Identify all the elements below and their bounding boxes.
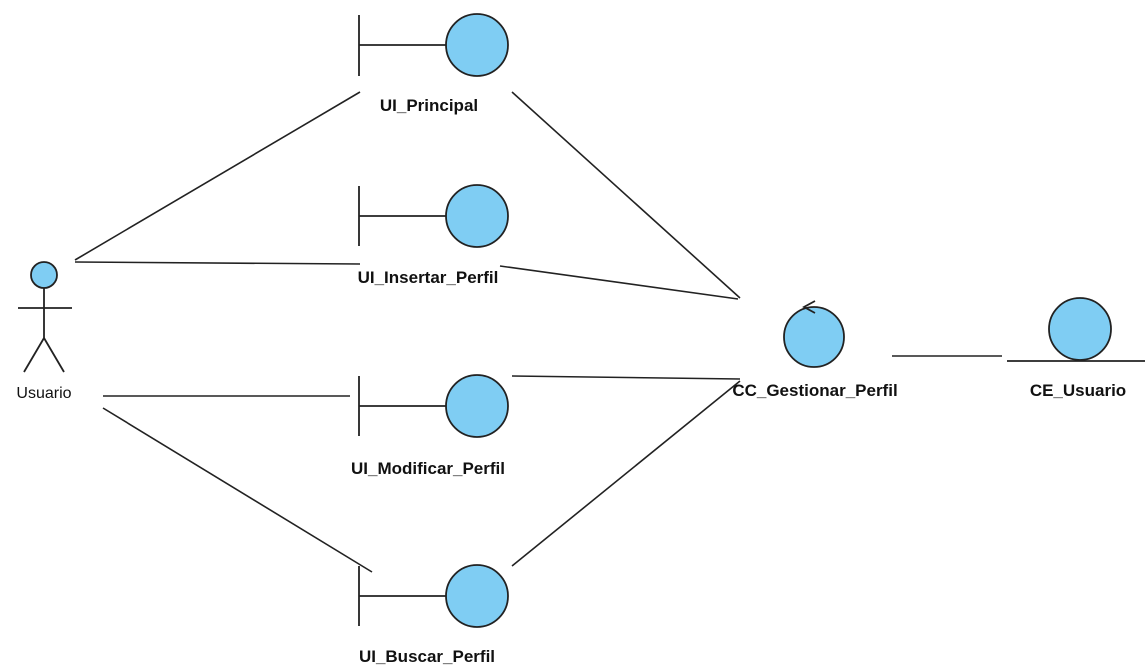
link-principal-control xyxy=(511,91,741,299)
link-usuario-insertar xyxy=(74,261,361,265)
link-modificar-control xyxy=(511,375,741,380)
boundary-label: UI_Principal xyxy=(380,96,478,115)
entity-label: CE_Usuario xyxy=(1030,381,1126,400)
control-circle xyxy=(783,306,845,368)
actor-usuario[interactable]: Usuario xyxy=(16,261,72,402)
link-usuario-buscar xyxy=(102,407,373,573)
connections xyxy=(74,91,1002,573)
link-insertar-control xyxy=(499,265,739,300)
boundary-ui-buscar-perfil[interactable]: UI_Buscar_Perfil xyxy=(358,564,509,666)
actor-right-leg xyxy=(43,337,65,373)
actor-label: Usuario xyxy=(16,385,71,402)
boundary-circle xyxy=(445,13,509,77)
link-usuario-principal xyxy=(74,91,361,261)
boundary-label: UI_Modificar_Perfil xyxy=(351,459,505,478)
control-cc-gestionar-perfil[interactable]: CC_Gestionar_Perfil xyxy=(732,300,898,400)
boundary-ui-insertar-perfil[interactable]: UI_Insertar_Perfil xyxy=(358,184,509,287)
boundary-label: UI_Insertar_Perfil xyxy=(358,268,499,287)
boundary-ui-modificar-perfil[interactable]: UI_Modificar_Perfil xyxy=(351,374,509,478)
link-buscar-control xyxy=(511,380,741,567)
boundary-ui-principal[interactable]: UI_Principal xyxy=(358,13,509,115)
entity-ce-usuario[interactable]: CE_Usuario xyxy=(1007,297,1145,400)
actor-left-leg xyxy=(23,337,45,373)
boundary-circle xyxy=(445,374,509,438)
entity-circle xyxy=(1048,297,1112,361)
control-label: CC_Gestionar_Perfil xyxy=(732,381,897,400)
boundary-label: UI_Buscar_Perfil xyxy=(359,647,495,666)
boundary-circle xyxy=(445,564,509,628)
boundary-circle xyxy=(445,184,509,248)
control-arrowhead-icon xyxy=(802,300,816,314)
actor-head xyxy=(30,261,58,289)
